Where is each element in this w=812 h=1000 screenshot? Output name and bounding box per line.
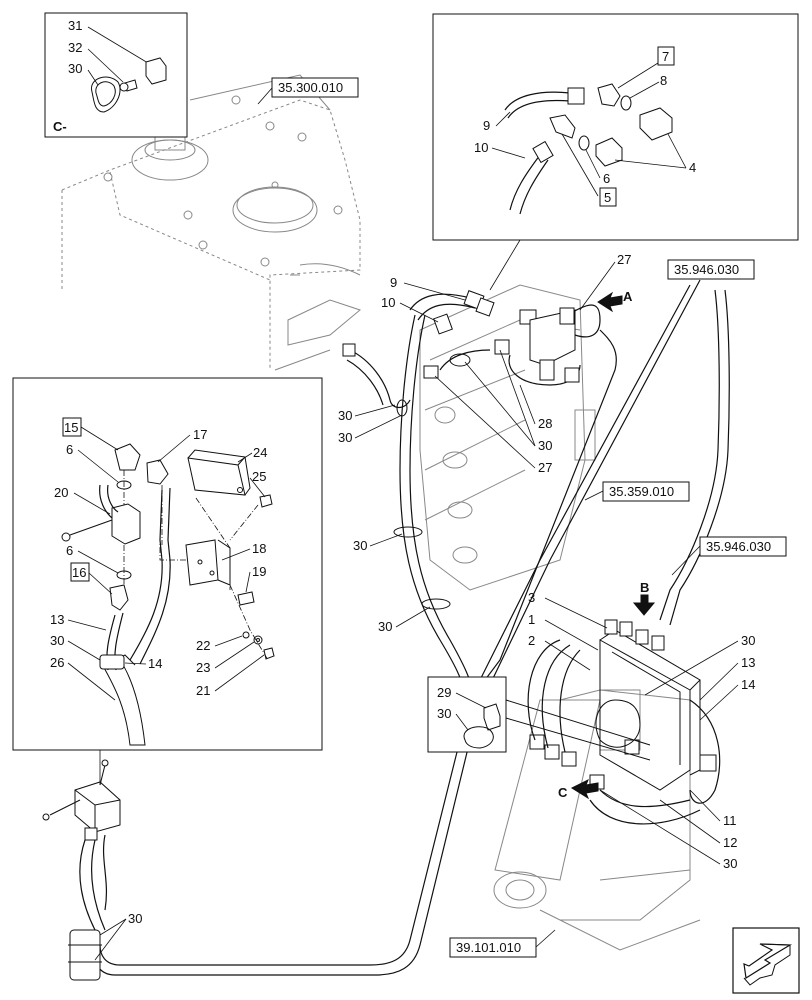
callout-17: 17 <box>193 427 207 442</box>
boom-cylinder <box>493 689 701 951</box>
ref-label-2: 35.946.030 <box>674 262 739 277</box>
callout-30-d: 30 <box>353 538 367 553</box>
callout-8: 8 <box>660 73 667 88</box>
ref-label-5: 39.101.010 <box>456 940 521 955</box>
callout-12: 12 <box>723 835 737 850</box>
callout-20: 20 <box>54 485 68 500</box>
detail-left-inset: 15 17 24 6 25 20 18 6 19 16 13 22 30 23 … <box>12 377 323 751</box>
callout-30-h: 30 <box>723 856 737 871</box>
callout-28: 28 <box>538 416 552 431</box>
ref-label-1: 35.300.010 <box>278 80 343 95</box>
callout-10-top: 10 <box>474 140 488 155</box>
callout-27-top: 27 <box>617 252 631 267</box>
callout-1: 1 <box>528 612 535 627</box>
callout-4: 4 <box>689 160 696 175</box>
callout-30-b: 30 <box>338 430 352 445</box>
ref-label-3: 35.359.010 <box>609 484 674 499</box>
callout-13-main: 13 <box>741 655 755 670</box>
callout-10-main: 10 <box>381 295 395 310</box>
ref-label-4: 35.946.030 <box>706 539 771 554</box>
view-a-label: A <box>623 289 633 304</box>
callout-5-boxed: 5 <box>604 190 611 205</box>
callout-14-main: 14 <box>741 677 755 692</box>
callout-30-a: 30 <box>338 408 352 423</box>
machine-body <box>61 74 362 371</box>
callout-6-top: 6 <box>603 171 610 186</box>
callout-3: 3 <box>528 590 535 605</box>
callout-9-main: 9 <box>390 275 397 290</box>
callout-18: 18 <box>252 541 266 556</box>
callout-30-left: 30 <box>50 633 64 648</box>
main-hoses <box>91 279 730 976</box>
callout-9-top: 9 <box>483 118 490 133</box>
detail-c-label: C- <box>53 119 67 134</box>
callout-30-f: 30 <box>741 633 755 648</box>
callout-13-left: 13 <box>50 612 64 627</box>
callout-23: 23 <box>196 660 210 675</box>
next-page-arrow-icon[interactable] <box>732 927 800 994</box>
valve-fittings <box>342 290 580 383</box>
callout-24: 24 <box>253 445 267 460</box>
callout-30-c: 30 <box>538 438 552 453</box>
detail-29-inset: 29 30 <box>427 676 651 761</box>
callout-32: 32 <box>68 40 82 55</box>
callout-30-i: 30 <box>128 911 142 926</box>
callout-21: 21 <box>196 683 210 698</box>
detail-c-inset: C- 31 32 30 <box>44 12 188 138</box>
detail-top-inset: 7 8 9 10 6 5 4 <box>432 13 799 291</box>
view-arrow-b: B <box>632 580 656 616</box>
lower-valve-assembly <box>527 619 721 825</box>
callout-31: 31 <box>68 18 82 33</box>
reference-35-359-010: 35.359.010 <box>584 481 690 502</box>
hose-clamps <box>393 353 471 610</box>
main-callouts: 9 27 10 30 30 28 30 27 30 30 3 1 2 30 13… <box>94 252 755 961</box>
callout-6-left-a: 6 <box>66 442 73 457</box>
reference-35-300-010: 35.300.010 <box>257 77 359 105</box>
callout-26: 26 <box>50 655 64 670</box>
callout-11: 11 <box>723 813 737 828</box>
view-c-label: C <box>558 785 568 800</box>
callout-30-c: 30 <box>68 61 82 76</box>
view-arrow-a: A <box>597 289 633 313</box>
callout-27-mid: 27 <box>538 460 552 475</box>
view-arrow-c: C <box>558 778 599 800</box>
reference-35-946-030-b: 35.946.030 <box>671 536 787 576</box>
pilot-control-lever <box>42 759 121 981</box>
callout-16-boxed: 16 <box>72 565 86 580</box>
reference-39-101-010: 39.101.010 <box>449 929 556 958</box>
callout-25: 25 <box>252 469 266 484</box>
callout-22: 22 <box>196 638 210 653</box>
callout-2: 2 <box>528 633 535 648</box>
callout-15-boxed: 15 <box>64 420 78 435</box>
callout-19: 19 <box>252 564 266 579</box>
callout-30-detail29: 30 <box>437 706 451 721</box>
callout-7-boxed: 7 <box>662 49 669 64</box>
callout-6-left-b: 6 <box>66 543 73 558</box>
callout-29: 29 <box>437 685 451 700</box>
callout-14-left: 14 <box>148 656 162 671</box>
view-b-label: B <box>640 580 649 595</box>
callout-30-e: 30 <box>378 619 392 634</box>
reference-35-946-030-a: 35.946.030 <box>667 259 755 280</box>
